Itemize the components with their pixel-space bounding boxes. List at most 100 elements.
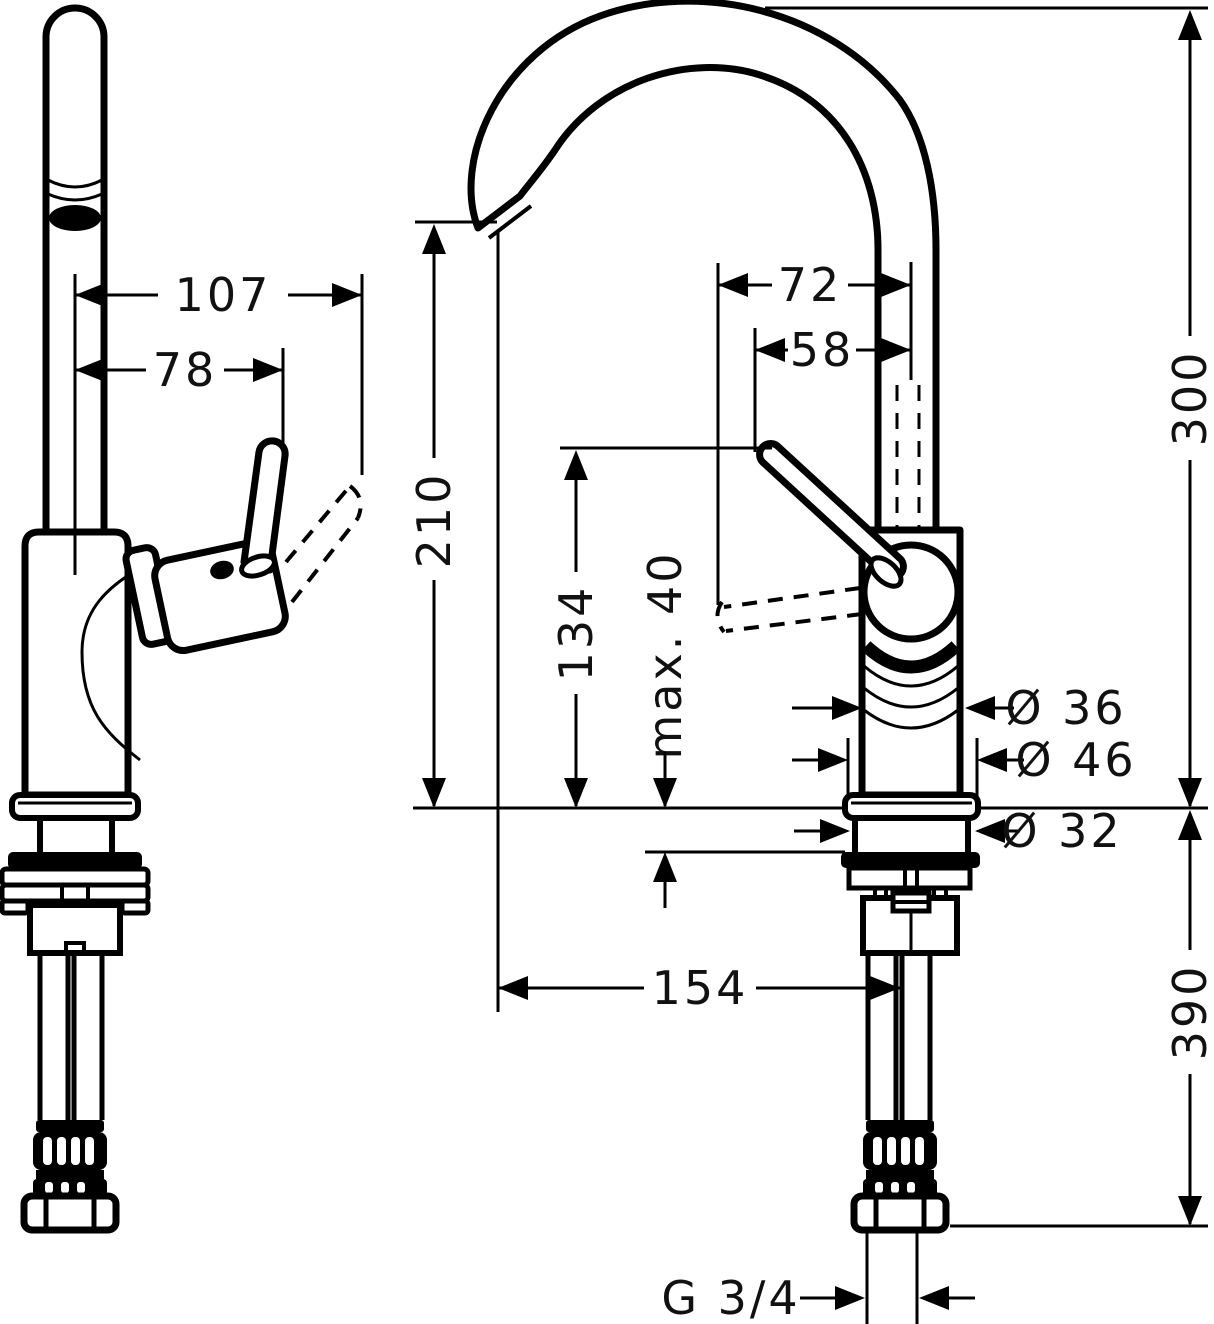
arrow-right (881, 273, 911, 297)
locknut-lug-right (119, 898, 151, 916)
arrow-up (653, 852, 677, 882)
swing-tip-arc (715, 600, 726, 634)
rib-slot (61, 1182, 69, 1193)
dim-210: 210 (407, 220, 497, 808)
gasket (8, 852, 142, 869)
dim-154-label: 154 (652, 961, 749, 1015)
crimp-collar (36, 1120, 104, 1132)
label-bg (772, 262, 848, 308)
block-notch (64, 941, 86, 953)
label-bg (1164, 336, 1214, 460)
locknut (0, 882, 151, 904)
swing-line-1 (723, 586, 861, 609)
dim-78: 78 (75, 343, 285, 458)
arrow-left (75, 283, 105, 307)
crimp-band (866, 1170, 934, 1179)
lever-socket (868, 555, 904, 589)
swing-tip-arc (348, 484, 363, 519)
label-bg (644, 964, 756, 1012)
aerator-curve-1 (47, 178, 103, 189)
aerator-opening (49, 205, 101, 231)
arrow-to-left-edge (820, 819, 850, 843)
label-bg (550, 572, 602, 694)
dim-300: 300 (765, 6, 1214, 808)
dim-dia32: Ø 32 (794, 804, 1120, 858)
handle-lever-side (239, 437, 289, 579)
dim-max40: max. 40 (638, 551, 692, 908)
rib-slot (57, 1137, 66, 1165)
arrow-up (1178, 810, 1202, 840)
body-neck-contour (80, 560, 153, 762)
dim-g34: G 3/4 (661, 1232, 975, 1324)
arrow-to-right-edge (975, 819, 1005, 843)
body-ring-3 (863, 708, 959, 730)
rib-slot (85, 1137, 94, 1165)
arrow-right (870, 976, 900, 1000)
rib-slot (875, 1182, 883, 1193)
below-counter-assembly-side (0, 815, 151, 1120)
dim-300-label: 300 (1163, 350, 1214, 447)
arrow-right (332, 283, 362, 307)
label-bg (146, 346, 224, 394)
arrow-down (422, 778, 446, 808)
arrow-up (564, 450, 588, 480)
arrow-down (564, 778, 588, 808)
gasket (841, 852, 980, 868)
arrow-up (422, 224, 446, 254)
side-view (0, 4, 363, 1234)
arrow-up (1178, 10, 1202, 40)
rib-slot (901, 1137, 910, 1165)
lever-collar (239, 553, 277, 579)
arrow-left (75, 358, 105, 382)
front-view (467, 0, 981, 1234)
below-counter-assembly-front (841, 815, 980, 1120)
label-bg (408, 458, 460, 580)
rib-slot (45, 1182, 53, 1193)
dim-210-label: 210 (407, 472, 461, 569)
hose-connector-front (850, 1120, 950, 1234)
arrow-to-left-edge (835, 1286, 865, 1310)
dim-107: 107 (73, 268, 364, 575)
lever-pin (240, 437, 289, 574)
body-ring-dark (861, 641, 961, 674)
crimp-band (36, 1170, 104, 1179)
dim-dia36: Ø 36 (792, 681, 1126, 735)
hose-nut (850, 1192, 950, 1234)
mounting-block (27, 902, 123, 956)
arrow-left (718, 273, 748, 297)
dim-g34-label: G 3/4 (661, 1271, 800, 1324)
dim-390: 390 (950, 810, 1214, 1228)
base-flange-side (9, 792, 141, 821)
handle-swing-dashed (284, 484, 363, 604)
hose-connector-side (20, 1120, 120, 1234)
aerator-curve-2 (47, 192, 103, 202)
dim-dia46-label: Ø 46 (1015, 733, 1136, 787)
rib-slot (71, 1137, 80, 1165)
washer (846, 865, 973, 891)
arrow-to-right-edge (919, 1286, 949, 1310)
dim-max40-label: max. 40 (638, 551, 692, 760)
rib-slot (891, 1182, 899, 1193)
dim-58: 58 (753, 323, 911, 452)
dim-58-label: 58 (790, 323, 855, 377)
rib-slot (915, 1137, 924, 1165)
body-ring-1 (863, 664, 959, 688)
arrow-right (881, 338, 911, 362)
spout-tip-band (487, 204, 533, 240)
counter-reference-lines (413, 806, 1208, 854)
arrow-to-right-edge (977, 748, 1007, 772)
dim-72-label: 72 (778, 258, 843, 312)
dim-390-label: 390 (1163, 964, 1214, 1061)
arrow-to-left-edge (818, 748, 848, 772)
housing-dot (210, 560, 234, 580)
arrow-down (653, 778, 677, 808)
arrow-to-right-edge (965, 696, 995, 720)
dim-dia46: Ø 46 (792, 733, 1136, 800)
rib-slot (907, 1182, 915, 1193)
locknut-lug-left (0, 898, 31, 916)
dim-dia36-label: Ø 36 (1005, 681, 1126, 735)
label-bg (1164, 950, 1214, 1074)
spout-arch (467, 0, 940, 536)
